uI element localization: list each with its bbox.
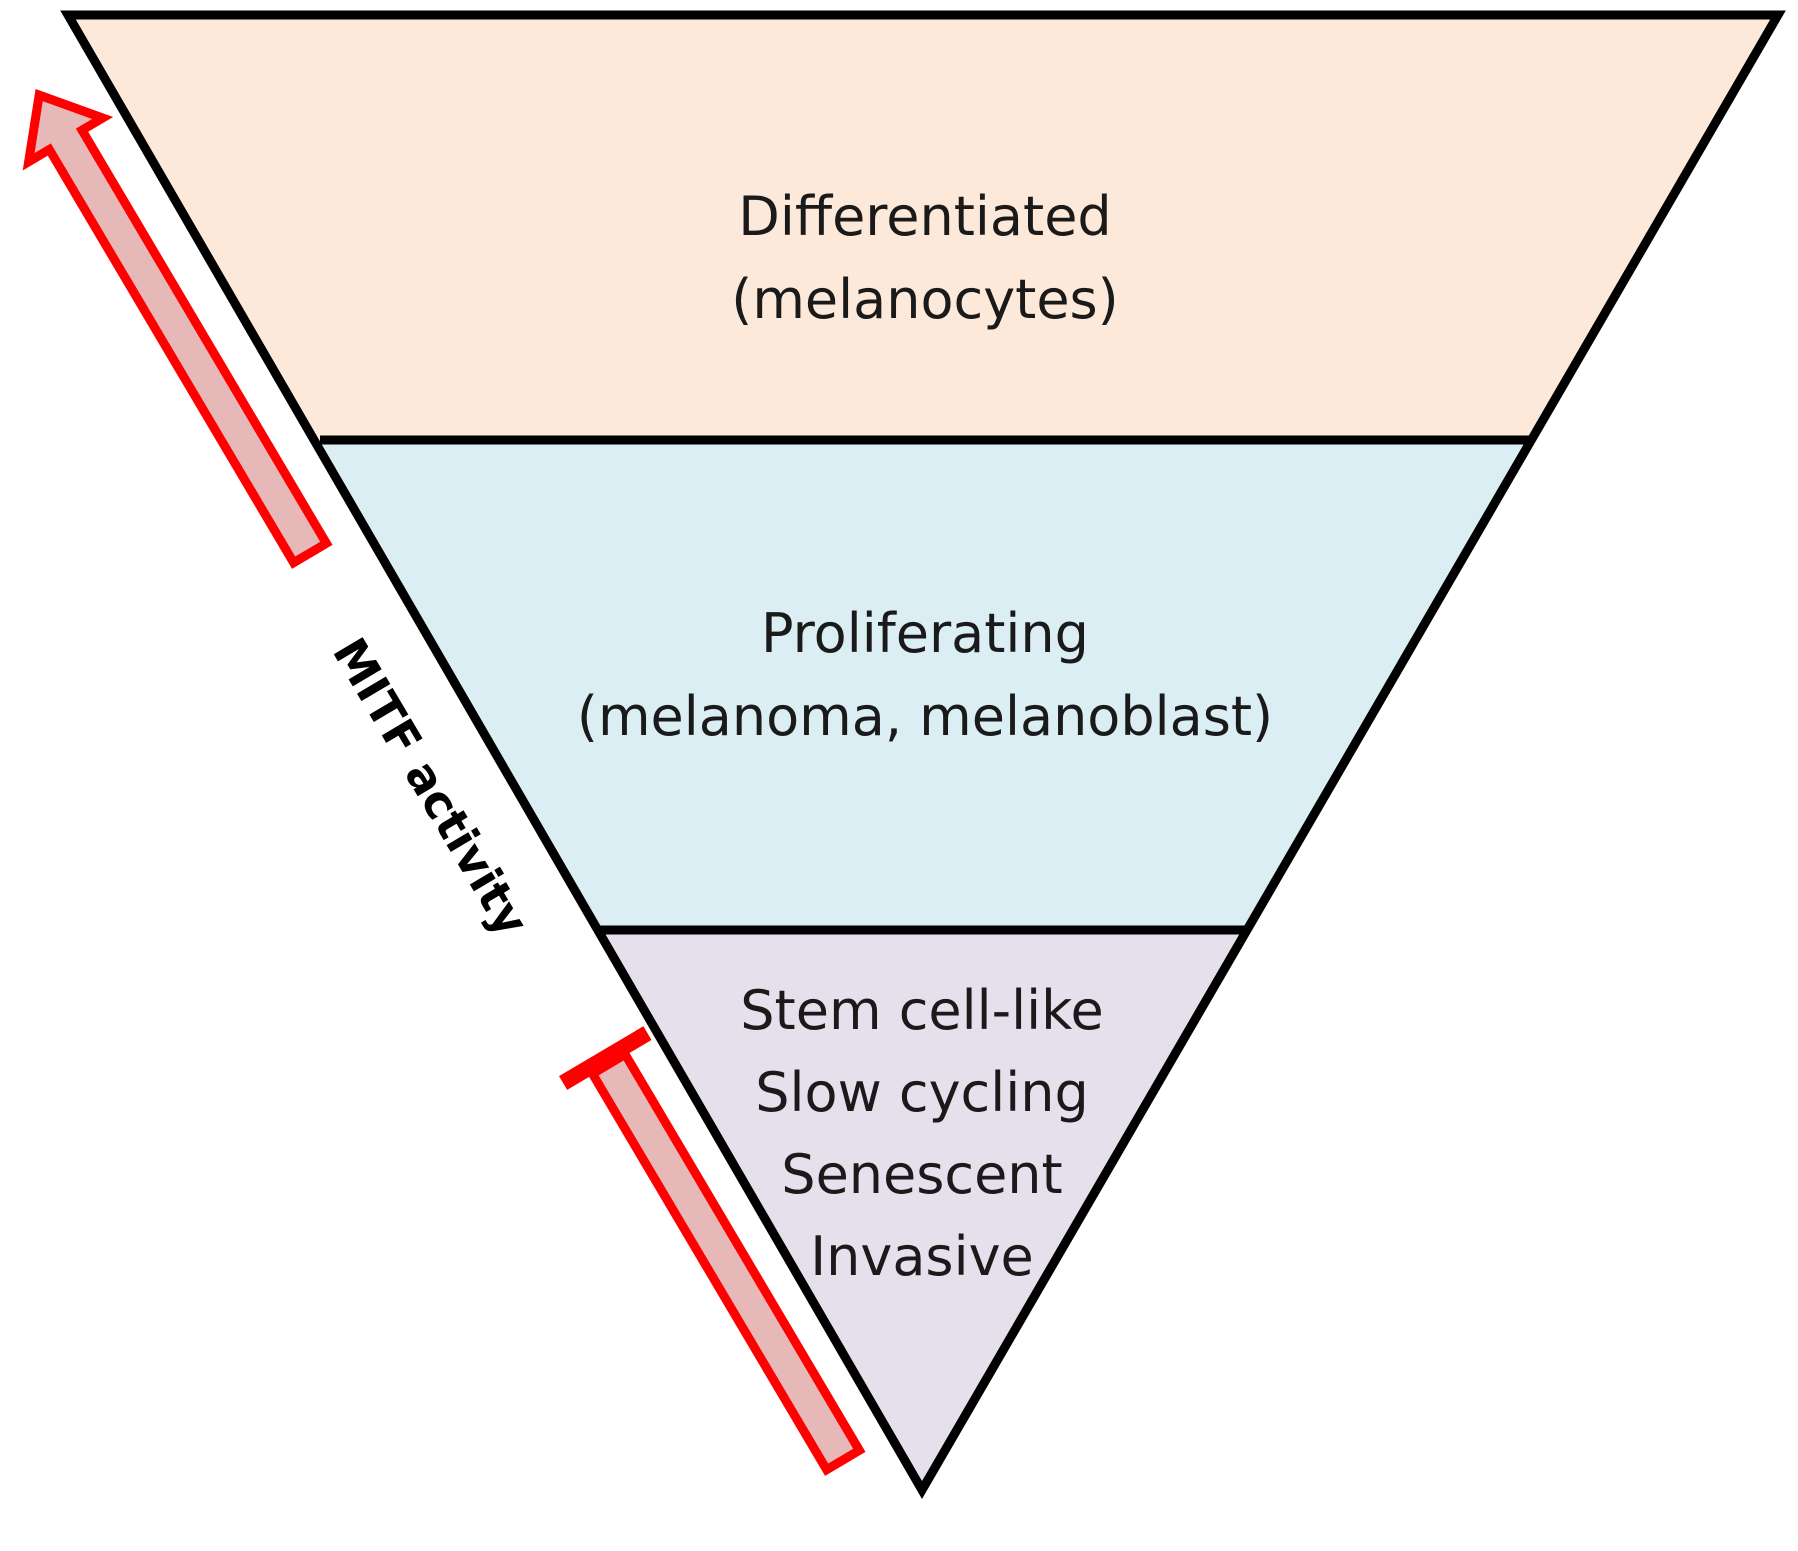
mitf-increase-arrow <box>22 89 333 569</box>
tier-bottom-label-line2: Slow cycling <box>755 1061 1089 1124</box>
tier-middle-label-line1: Proliferating <box>761 602 1089 665</box>
tier-top-label-line2: (melanocytes) <box>731 268 1119 331</box>
mitf-inhibition-bar <box>559 1026 866 1476</box>
tier-bottom-band <box>600 930 1245 1490</box>
tier-top-band <box>68 15 1778 440</box>
pyramid-outline <box>60 10 1786 1499</box>
tier-bottom-label-line1: Stem cell-like <box>740 979 1103 1042</box>
tier-bottom-label-line4: Invasive <box>810 1225 1034 1288</box>
tier-top-label-line1: Differentiated <box>738 185 1111 248</box>
tier-bottom-label-line3: Senescent <box>781 1143 1062 1206</box>
tier-middle-band <box>320 440 1530 930</box>
tier-middle-label-line2: (melanoma, melanoblast) <box>577 685 1273 748</box>
